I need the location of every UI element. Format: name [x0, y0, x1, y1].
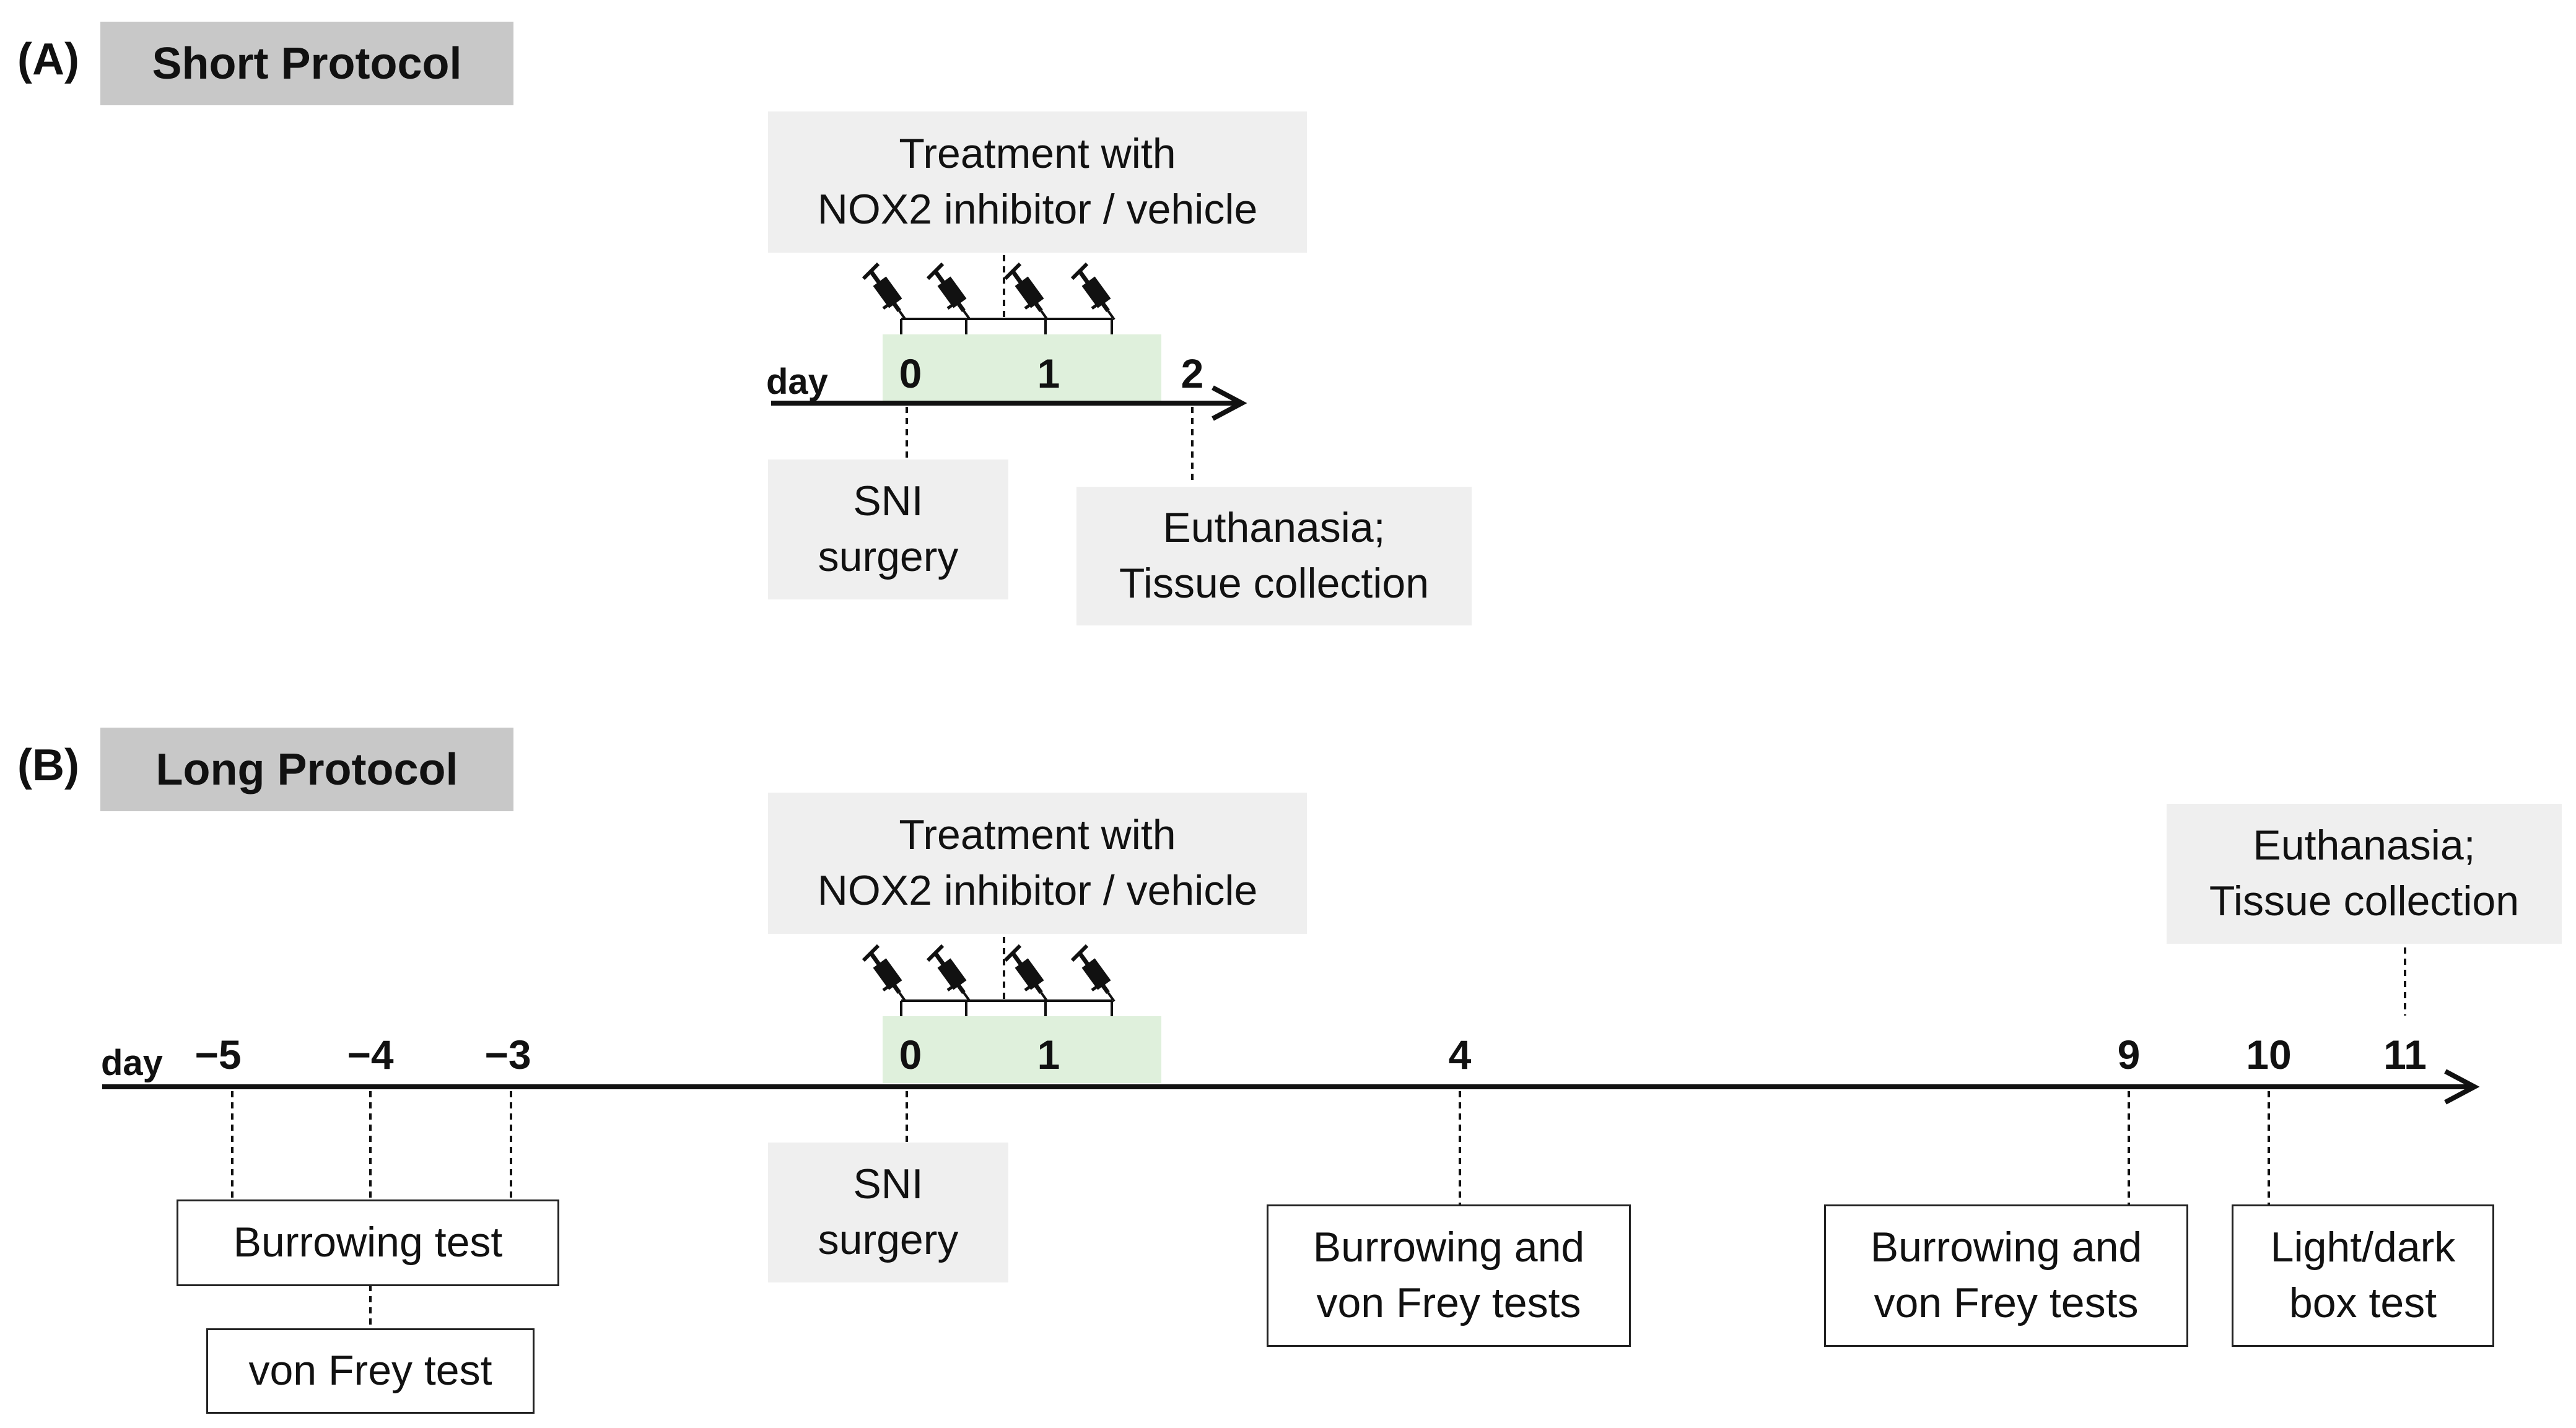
day-9: 9: [2117, 1032, 2141, 1078]
day-0-a: 0: [899, 350, 922, 396]
euthanasia-label-b: Euthanasia; Tissue collection: [2167, 804, 2562, 944]
injection-bracket-b: [900, 999, 1113, 1016]
day-minus5: −5: [194, 1032, 242, 1078]
syringe-icon: [928, 264, 970, 320]
axis-arrowhead-b: [2444, 1069, 2480, 1105]
day-1-a: 1: [1037, 350, 1060, 396]
day-10: 10: [2246, 1032, 2292, 1078]
panel-b-title: Long Protocol: [100, 728, 513, 811]
syringe-icon: [863, 946, 906, 1001]
panel-a-title: Short Protocol: [100, 22, 513, 105]
syringe-icon: [1005, 264, 1047, 320]
day10-test-box: Light/dark box test: [2232, 1204, 2494, 1347]
axis-day-word-a: day: [766, 362, 828, 402]
day-minus3: −3: [484, 1032, 531, 1078]
axis-arrowhead-a: [1212, 385, 1247, 421]
injection-bracket-a: [900, 318, 1113, 334]
day-minus4: −4: [347, 1032, 394, 1078]
day9-tests-box: Burrowing and von Frey tests: [1824, 1204, 2188, 1347]
surgery-label-b: SNI surgery: [768, 1143, 1008, 1282]
euthanasia-label-a: Euthanasia; Tissue collection: [1076, 487, 1472, 625]
syringe-icon: [1005, 946, 1047, 1001]
syringe-icon: [928, 946, 970, 1001]
day-1-b: 1: [1037, 1032, 1060, 1078]
burrowing-test-box: Burrowing test: [177, 1199, 559, 1286]
panel-b-letter: (B): [17, 741, 79, 790]
day-0-b: 0: [899, 1032, 922, 1078]
vonfrey-test-box: von Frey test: [206, 1328, 535, 1414]
day-2-a: 2: [1181, 350, 1204, 396]
surgery-label-a: SNI surgery: [768, 459, 1008, 599]
syringe-icon: [863, 264, 906, 320]
day-4: 4: [1448, 1032, 1472, 1078]
day-11: 11: [2383, 1032, 2427, 1078]
treatment-label-a: Treatment with NOX2 inhibitor / vehicle: [768, 111, 1307, 253]
treatment-band-a: [883, 334, 1161, 401]
syringe-icon: [1072, 264, 1114, 320]
treatment-band-b: [883, 1016, 1161, 1083]
treatment-label-b: Treatment with NOX2 inhibitor / vehicle: [768, 793, 1307, 934]
panel-a-letter: (A): [17, 35, 79, 84]
syringe-icon: [1072, 946, 1114, 1001]
day4-tests-box: Burrowing and von Frey tests: [1267, 1204, 1631, 1347]
axis-day-word-b: day: [101, 1043, 163, 1083]
